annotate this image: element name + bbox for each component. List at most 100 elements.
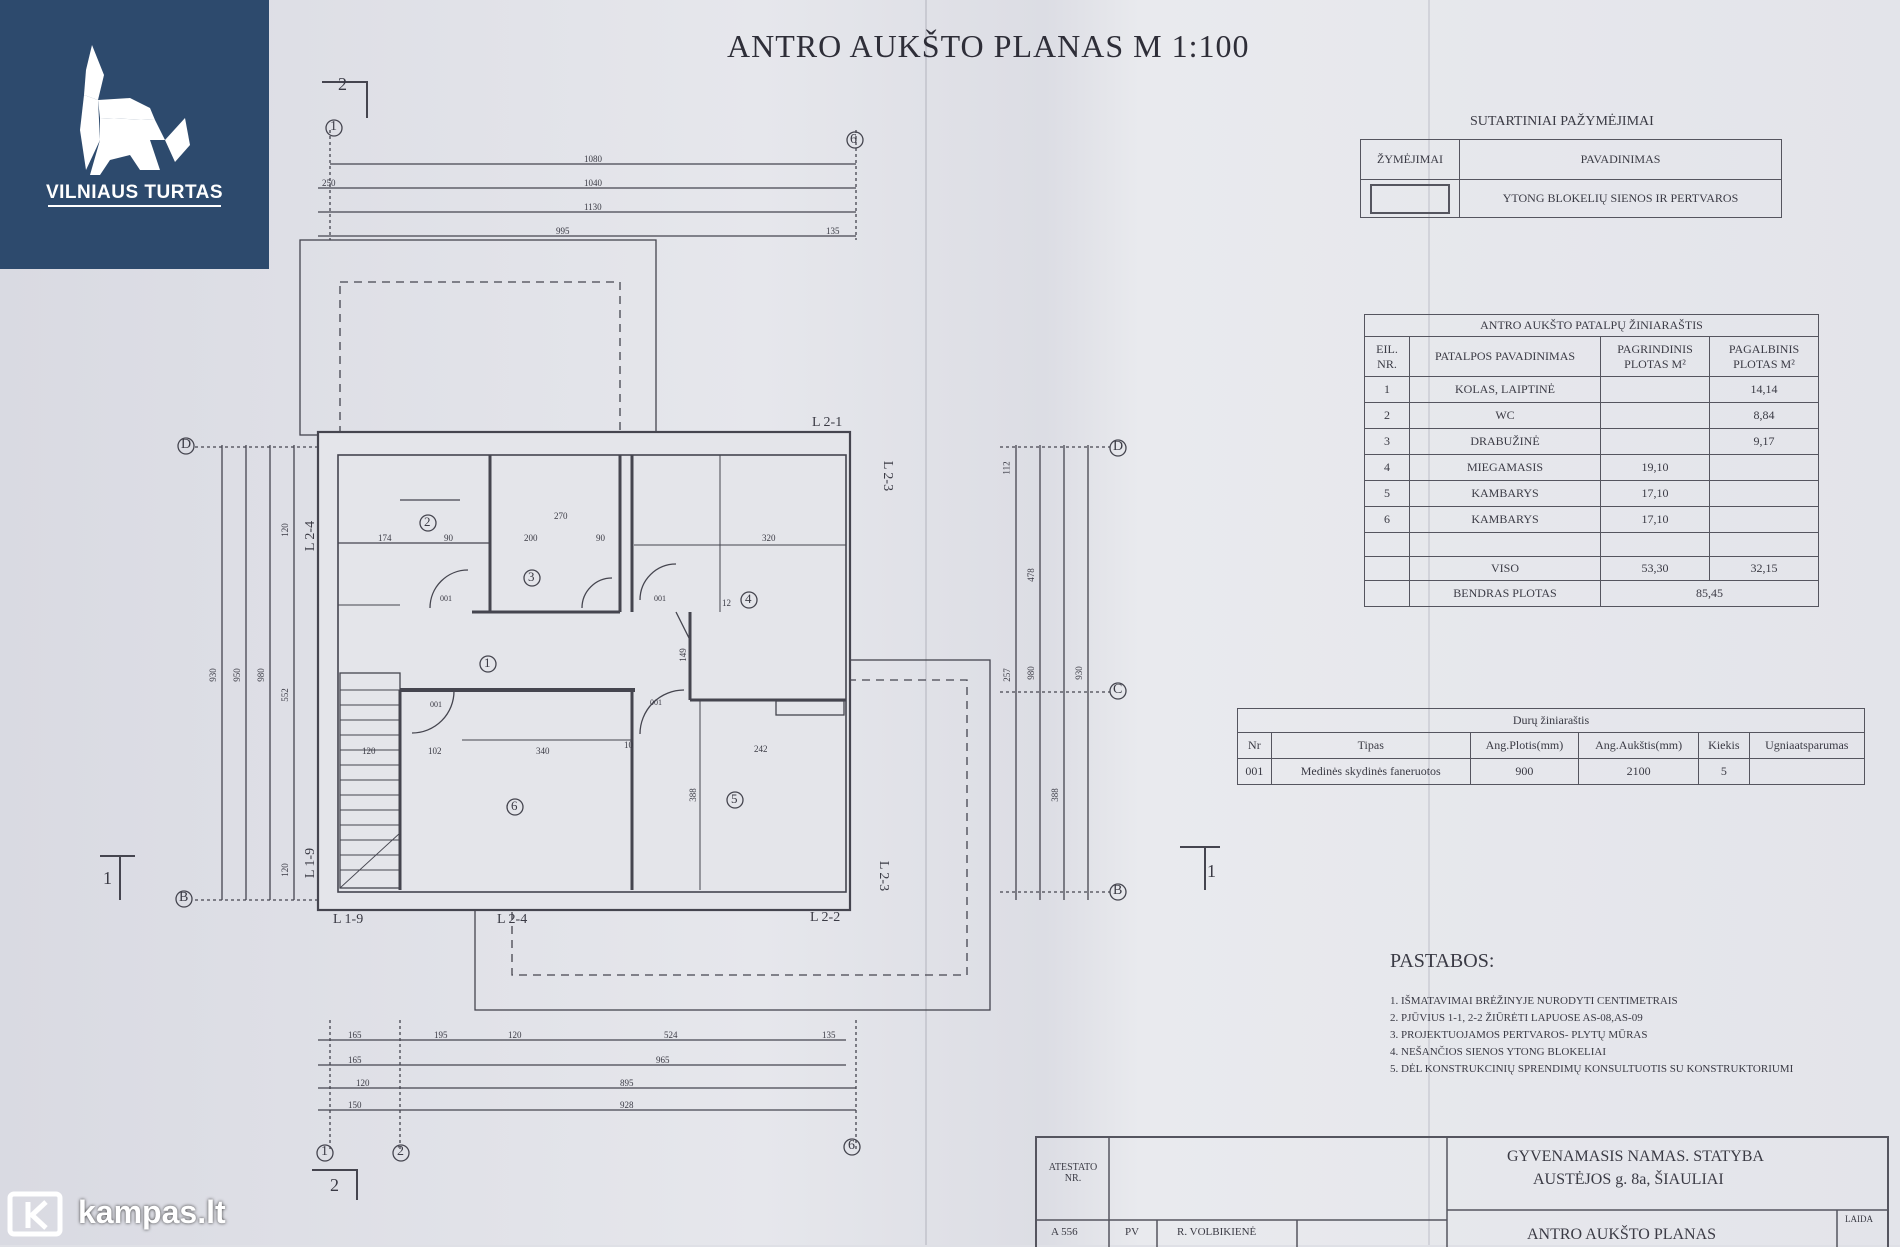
dimension: 320	[762, 533, 776, 543]
doors-header: Tipas	[1270, 732, 1471, 759]
dimension: 980	[1025, 666, 1036, 680]
doors-header: Nr	[1237, 732, 1272, 759]
dimension: 388	[1049, 788, 1060, 802]
section-label: 2	[330, 1175, 339, 1195]
door-code: 001	[440, 594, 452, 603]
drawing-title: ANTRO AUKŠTO PLANAS M 1:100	[727, 28, 1250, 64]
dimension: 524	[664, 1030, 678, 1040]
cell	[1709, 454, 1819, 481]
rooms-header: EIL. NR.	[1364, 336, 1410, 377]
dimension: 200	[524, 533, 538, 543]
axis-bubble	[316, 1144, 334, 1162]
axis-label: 1	[330, 119, 337, 134]
legend-swatch	[1360, 179, 1460, 218]
cell	[1600, 402, 1710, 429]
watermark-text: kampas.lt	[78, 1194, 226, 1230]
legend-col-mark: ŽYMĖJIMAI	[1360, 139, 1460, 180]
dimension: 135	[826, 226, 840, 236]
room-number: 4	[745, 591, 752, 606]
dimension: 980	[255, 668, 266, 682]
atestato-number: A 556	[1051, 1226, 1078, 1238]
dimension: 1040	[584, 178, 602, 188]
axis-bubble	[1109, 682, 1127, 700]
rooms-header: PAGRINDINIS PLOTAS M²	[1600, 336, 1710, 377]
note-item: 5. DĖL KONSTRUKCINIŲ SPRENDIMŲ KONSULTUO…	[1390, 1063, 1794, 1075]
dimension: 102	[428, 746, 442, 756]
wall-mark: L 2-4	[303, 520, 319, 552]
legend-title: SUTARTINIAI PAŽYMĖJIMAI	[1470, 114, 1654, 129]
cell: VISO	[1409, 556, 1601, 581]
dimension: 1130	[584, 202, 602, 212]
paper-fold	[1428, 0, 1430, 1245]
section-label: 2	[338, 74, 347, 94]
dimension: 340	[536, 746, 550, 756]
room-number: 1	[484, 655, 491, 670]
section-label: 1	[103, 868, 112, 888]
dimension: 895	[620, 1078, 634, 1088]
dimension: 120	[279, 523, 290, 537]
rooms-table-title: ANTRO AUKŠTO PATALPŲ ŽINIARAŠTIS	[1364, 314, 1819, 337]
cell: DRABUŽINĖ	[1409, 428, 1601, 455]
section-marker	[312, 1169, 358, 1200]
rooms-header: PAGALBINIS PLOTAS M²	[1709, 336, 1819, 377]
wall-mark: L 2-3	[876, 860, 892, 892]
dimension: 120	[279, 863, 290, 877]
axis-bubble	[846, 131, 864, 149]
note-item: 2. PJŪVIUS 1-1, 2-2 ŽIŪRĖTI LAPUOSE AS-0…	[1390, 1012, 1643, 1024]
dimension: 1080	[584, 154, 602, 164]
axis-label: B	[179, 890, 189, 905]
dimension: 242	[754, 744, 768, 754]
door-code: 001	[654, 594, 666, 603]
note-item: 3. PROJEKTUOJAMOS PERTVAROS- PLYTŲ MŪRAS	[1390, 1029, 1648, 1041]
wolf-icon	[80, 45, 190, 175]
dimension: 195	[434, 1030, 448, 1040]
kampas-logo-icon	[7, 1191, 63, 1237]
cell	[1709, 480, 1819, 507]
dimension: 165	[348, 1030, 362, 1040]
sheet-name: ANTRO AUKŠTO PLANAS	[1527, 1226, 1717, 1243]
dimension: 120	[362, 746, 376, 756]
door-swing	[639, 689, 685, 735]
axis-bubble	[177, 437, 195, 455]
section-marker	[322, 81, 368, 118]
note-item: 1. IŠMATAVIMAI BRĖŽINYJE NURODYTI CENTIM…	[1390, 995, 1678, 1007]
doors-header: Ugniaatsparumas	[1748, 732, 1866, 759]
cell: KAMBARYS	[1409, 480, 1601, 507]
cell: 3	[1364, 428, 1410, 455]
room-number: 5	[731, 791, 738, 806]
cell: 4	[1364, 454, 1410, 481]
doors-header: Kiekis	[1698, 732, 1750, 759]
paper-fold	[925, 0, 927, 1245]
vilniaus-turtas-logo[interactable]: VILNIAUS TURTAS	[0, 0, 269, 269]
terrace-top-outline	[299, 239, 657, 436]
section-marker	[1180, 846, 1220, 890]
section-marker	[100, 855, 135, 900]
notes-list: 1. IŠMATAVIMAI BRĖŽINYJE NURODYTI CENTIM…	[1390, 993, 1793, 1078]
cell	[1709, 506, 1819, 533]
room-number: 3	[528, 569, 535, 584]
project-name: GYVENAMASIS NAMAS. STATYBA	[1507, 1148, 1764, 1165]
cell: 53,30	[1600, 556, 1710, 581]
doors-header: Ang.Aukštis(mm)	[1578, 732, 1700, 759]
dimension: 950	[231, 668, 242, 682]
wall-mark: L 1-9	[333, 912, 364, 927]
role: PV	[1125, 1226, 1140, 1238]
section-label: 1	[1207, 861, 1216, 881]
dimension: 149	[677, 648, 688, 662]
axis-label: 1	[321, 1144, 328, 1159]
cell: 5	[1364, 480, 1410, 507]
dimension: 930	[207, 668, 218, 682]
brand-name: VILNIAUS TURTAS	[45, 182, 224, 203]
axis-label: 6	[848, 1138, 855, 1153]
dimension: 90	[444, 533, 453, 543]
table-row	[1364, 532, 1819, 557]
cell	[1600, 428, 1710, 455]
dimension: 552	[279, 688, 290, 702]
title-block: ATESTATO NR. A 556 PV R. VOLBIKIENĖ GYVE…	[1035, 1136, 1889, 1247]
